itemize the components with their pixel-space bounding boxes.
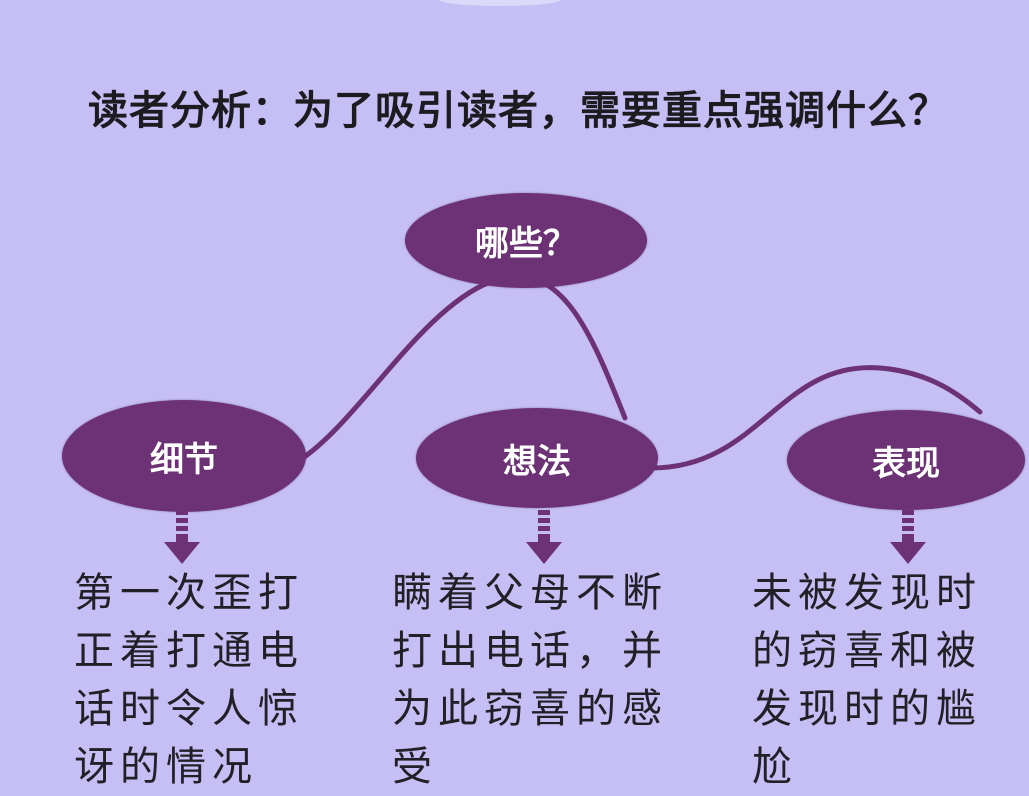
arrow-down-icon <box>164 510 200 564</box>
node-thought-label: 想法 <box>503 441 571 482</box>
connector-thought-to-performance <box>649 365 983 471</box>
node-top-which: 哪些？ <box>405 193 647 288</box>
node-performance-label: 表现 <box>872 443 940 484</box>
description-thought: 瞒着父母不断 打出电话，并 为此窃喜的感 受 <box>392 570 668 790</box>
node-performance: 表现 <box>787 410 1025 510</box>
arrow-down-icon <box>890 510 926 564</box>
node-thought: 想法 <box>416 408 658 508</box>
connector-top-to-thought <box>487 273 628 421</box>
arrow-down-icon <box>526 510 562 564</box>
diagram-title: 读者分析：为了吸引读者，需要重点强调什么？ <box>88 88 949 134</box>
description-performance: 未被发现时 的窃喜和被 发现时的尴 尬 <box>752 570 982 790</box>
node-detail-label: 细节 <box>150 439 218 480</box>
node-detail: 细节 <box>62 400 306 512</box>
node-top-label: 哪些？ <box>475 224 577 264</box>
connector-detail-to-top <box>297 279 493 463</box>
diagram-canvas: 读者分析：为了吸引读者，需要重点强调什么？ 哪些？ 细节 想法 表现 <box>62 0 1025 790</box>
description-detail: 第一次歪打 正着打通电 话时令人惊 讶的情况 <box>74 570 304 790</box>
decorative-smudge <box>440 0 560 6</box>
